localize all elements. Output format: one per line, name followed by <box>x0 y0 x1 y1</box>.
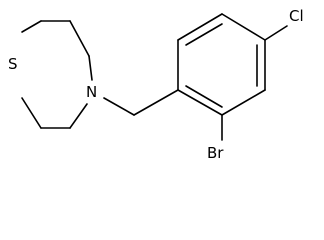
thiomorpholine-ring <box>21 20 93 129</box>
bond-s-c-top <box>21 20 42 33</box>
structure-drawing: S N Cl Br <box>8 7 304 162</box>
bond-c-n-upper <box>88 55 93 81</box>
bond-c-cl <box>264 25 288 41</box>
ring-double-bond-c <box>185 85 223 108</box>
bromine-label: Br <box>207 144 224 162</box>
bond-n-ch2 <box>103 97 135 116</box>
ring-double-bond-a <box>185 23 223 46</box>
bond-c-s-bottom <box>21 97 42 129</box>
ring-bond-3 <box>221 13 266 41</box>
bond-ch2-ring <box>133 89 179 116</box>
ring-bond-5 <box>221 89 266 116</box>
ring-bond-6 <box>177 89 223 116</box>
bond-c-c-right-top <box>69 20 90 57</box>
bond-n-c-right-bottom <box>69 103 88 129</box>
sulfur-label: S <box>8 55 18 73</box>
nitrogen-label: N <box>86 83 97 101</box>
structure-canvas: S N Cl Br <box>8 7 304 162</box>
chlorine-label: Cl <box>289 7 304 25</box>
methylene-linker <box>103 89 179 116</box>
benzene-ring <box>177 13 266 116</box>
ring-bond-2 <box>177 13 223 41</box>
